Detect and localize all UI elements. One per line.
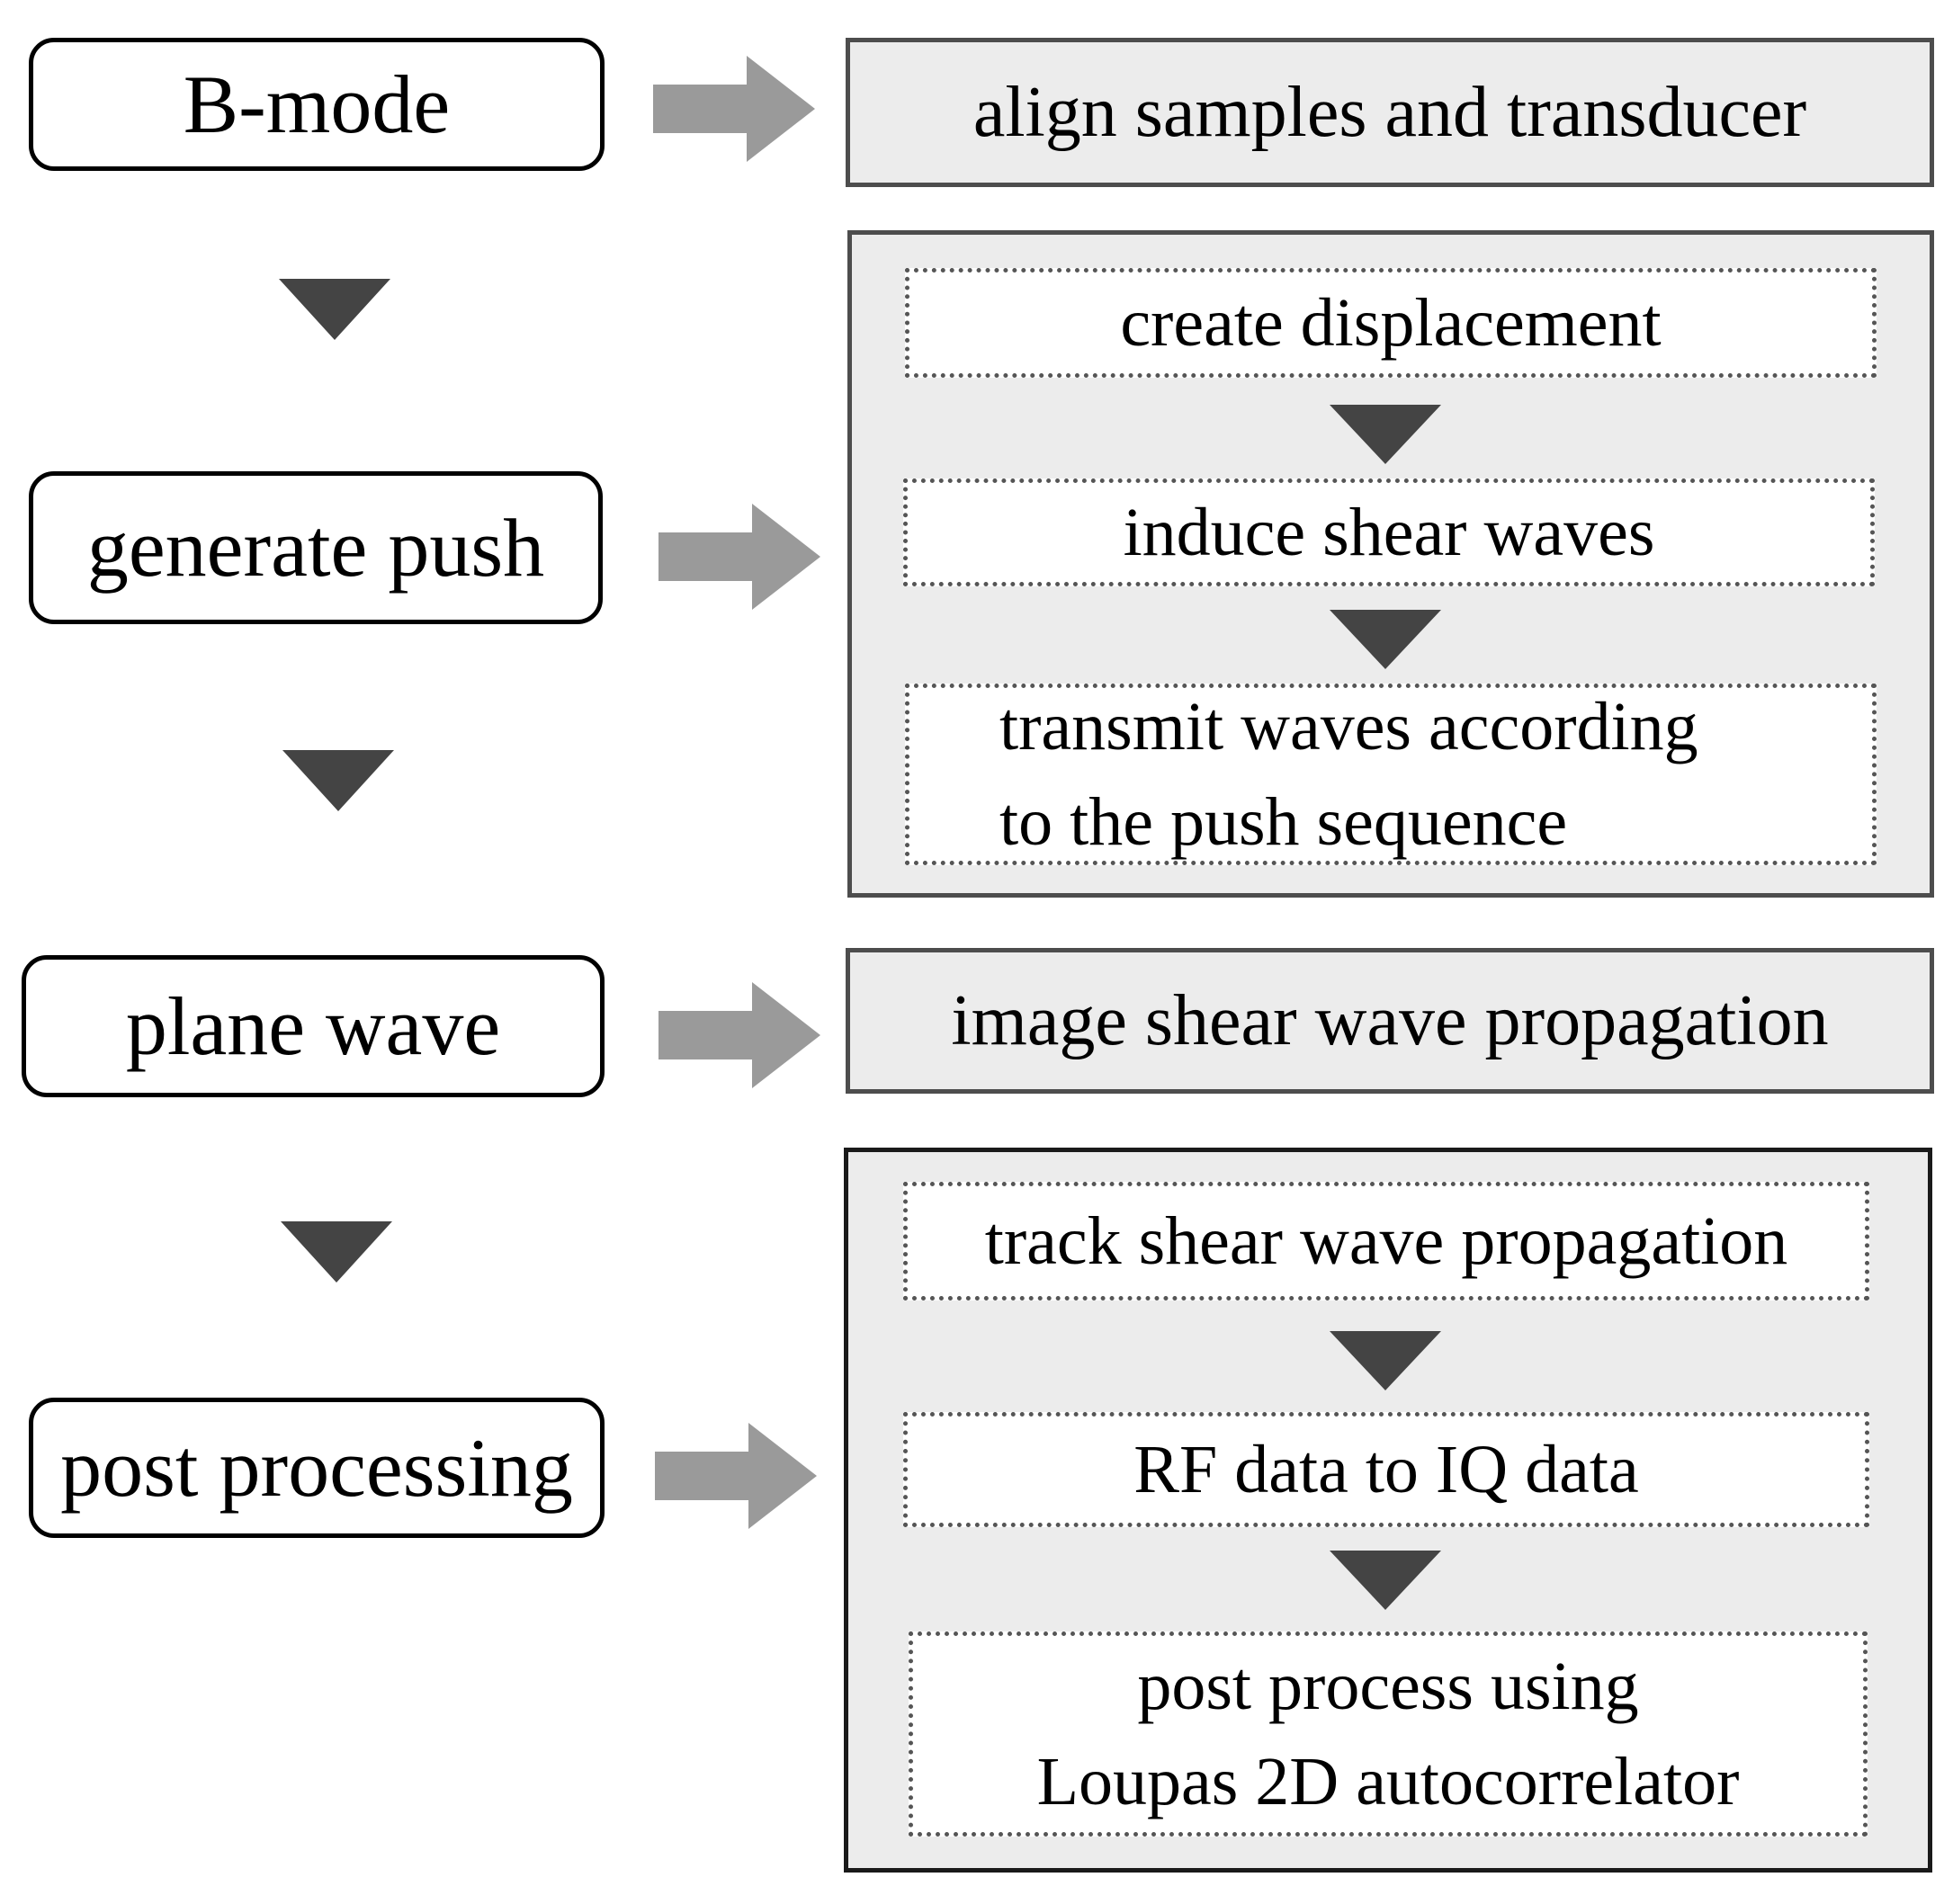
down-triangle-icon [1330,1551,1441,1610]
panel-align: align samples and transducer [846,38,1934,187]
down-triangle-icon [1330,1331,1441,1390]
post-substep-loupas: post process using Loupas 2D autocorrela… [909,1631,1868,1837]
step-generate-push: generate push [29,471,603,624]
post-substep-text-line2: Loupas 2D autocorrelator [1036,1744,1740,1819]
step-b-mode: B-mode [29,38,605,171]
step-plane-wave-label: plane wave [125,980,501,1072]
step-post-processing-label: post processing [60,1422,573,1514]
step-generate-push-label: generate push [86,502,545,594]
post-substep-track-propagation: track shear wave propagation [903,1182,1869,1301]
panel-align-text: align samples and transducer [972,73,1807,152]
post-substep-text: track shear wave propagation [984,1202,1788,1279]
post-substep-text-line1: post process using [1137,1648,1639,1724]
panel-image-text: image shear wave propagation [951,981,1829,1060]
down-triangle-icon [282,750,394,811]
right-block-arrow-icon [655,1423,817,1529]
post-substep-rf-to-iq: RF data to IQ data [903,1412,1869,1527]
push-substep-create-displacement: create displacement [905,268,1877,378]
push-substep-text-line2: to the push sequence [999,784,1568,860]
step-post-processing: post processing [29,1398,605,1538]
step-b-mode-label: B-mode [183,58,451,150]
down-triangle-icon [279,279,390,340]
right-block-arrow-icon [658,982,820,1088]
push-substep-induce-shear-waves: induce shear waves [903,478,1875,586]
post-substep-text: RF data to IQ data [1133,1431,1639,1507]
push-substep-transmit-waves: transmit waves according to the push seq… [905,684,1877,865]
right-block-arrow-icon [658,504,820,610]
push-substep-text-line1: transmit waves according [999,688,1698,764]
step-plane-wave: plane wave [22,955,605,1097]
down-triangle-icon [1330,610,1441,669]
down-triangle-icon [1330,405,1441,464]
push-substep-text: induce shear waves [1123,494,1655,570]
panel-image: image shear wave propagation [846,948,1934,1094]
right-block-arrow-icon [653,56,815,162]
push-substep-text: create displacement [1120,284,1662,361]
down-triangle-icon [281,1221,392,1283]
